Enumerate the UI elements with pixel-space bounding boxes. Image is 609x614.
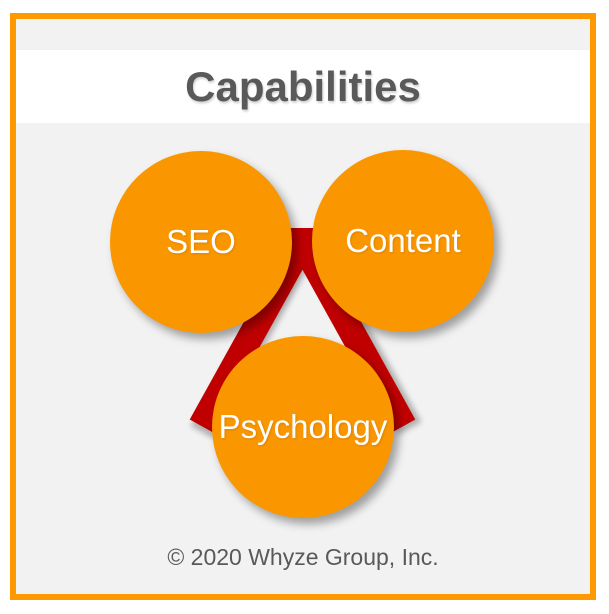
title-band: Capabilities xyxy=(16,50,590,123)
node-seo: SEO xyxy=(110,151,292,333)
node-psychology-label: Psychology xyxy=(218,408,388,445)
node-content-label: Content xyxy=(345,222,461,259)
node-psychology: Psychology xyxy=(212,336,394,518)
node-content: Content xyxy=(312,150,494,332)
node-seo-label: SEO xyxy=(166,223,236,260)
page-title: Capabilities xyxy=(185,62,421,110)
copyright-text: © 2020 Whyze Group, Inc. xyxy=(167,544,439,570)
